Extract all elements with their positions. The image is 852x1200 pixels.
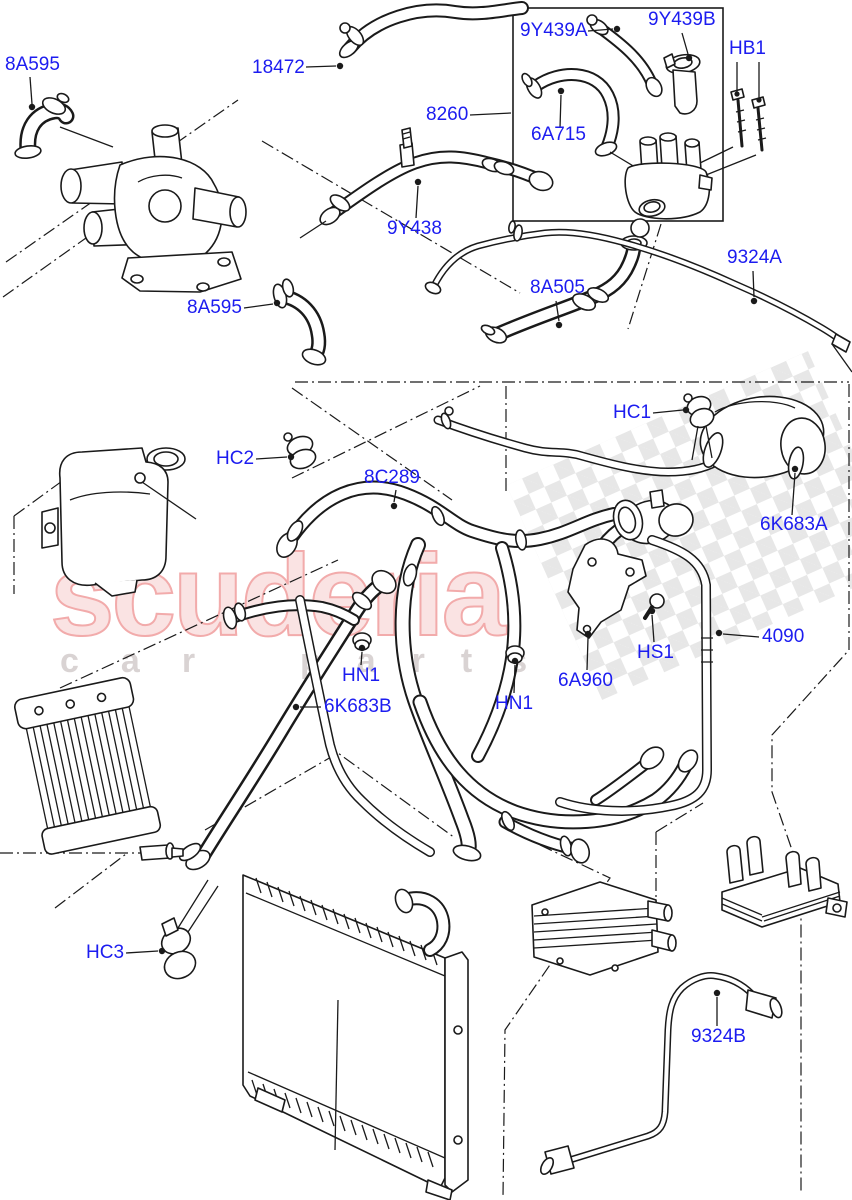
tee-hose-drawing xyxy=(222,599,360,630)
hose-18472-drawing xyxy=(338,1,529,59)
part-label-HN1-right: HN1 xyxy=(495,693,534,714)
oil-cooler-fitting-drawing xyxy=(139,842,184,861)
hose-kit-box-frame xyxy=(512,7,724,222)
clamp-HC2-drawing xyxy=(283,432,317,470)
bracket-6A960-drawing xyxy=(567,538,647,639)
expansion-tank-drawing xyxy=(41,447,197,597)
hose-9Y438-drawing xyxy=(299,127,554,239)
pipe-9324A-drawing xyxy=(424,220,852,373)
part-label-6A960: 6A960 xyxy=(558,670,613,691)
coolant-valve-drawing xyxy=(624,132,713,220)
bolt-pair-HB1-drawing xyxy=(730,88,767,152)
part-label-8A595-mid: 8A595 xyxy=(187,297,242,318)
clamp-HC1-drawing xyxy=(683,393,715,461)
part-label-8A505: 8A505 xyxy=(530,277,585,298)
part-label-9Y438: 9Y438 xyxy=(387,218,442,239)
engine-oil-cooler-drawing xyxy=(531,881,677,976)
oil-cooler-left-drawing xyxy=(13,676,162,855)
part-label-9324B: 9324B xyxy=(691,1026,746,1047)
part-label-8260: 8260 xyxy=(426,104,469,125)
clamp-HC3-drawing xyxy=(160,879,219,980)
part-label-8A595-top: 8A595 xyxy=(5,54,60,75)
elbow-hose-8A595-top-drawing xyxy=(14,92,75,160)
part-label-9Y439A: 9Y439A xyxy=(520,20,588,41)
part-label-HC2: HC2 xyxy=(216,448,255,469)
part-label-6K683B: 6K683B xyxy=(324,696,392,717)
hose-6K683B-drawing xyxy=(178,569,397,871)
bolt-HS1-drawing xyxy=(643,593,665,620)
section-boundaries xyxy=(0,99,850,1198)
part-label-8C289: 8C289 xyxy=(364,467,420,488)
aux-coolant-pipe-drawing xyxy=(433,406,721,477)
thermostat-housing-drawing xyxy=(59,124,247,293)
aux-pump-drawing xyxy=(612,489,694,545)
radiator-drawing xyxy=(242,874,469,1200)
transmission-cooler-drawing xyxy=(721,835,848,928)
part-label-9324A: 9324A xyxy=(727,247,782,268)
radiator-inlet-hose-drawing xyxy=(295,595,435,857)
pipe-9324B-drawing xyxy=(539,972,783,1175)
part-label-4090: 4090 xyxy=(762,626,805,647)
connector-9Y439B-drawing xyxy=(663,53,701,115)
part-label-HC3: HC3 xyxy=(86,942,125,963)
hose-8A595-mid-drawing xyxy=(272,278,327,366)
bleed-valve-icon xyxy=(399,127,415,168)
part-label-9Y439B: 9Y439B xyxy=(648,9,716,30)
part-label-6A715: 6A715 xyxy=(531,124,586,145)
part-label-HN1-left: HN1 xyxy=(342,665,381,686)
part-label-HB1: HB1 xyxy=(729,38,766,59)
hose-kit-8260-drawing xyxy=(521,14,767,220)
leader-lines xyxy=(28,25,799,1026)
part-label-HC1: HC1 xyxy=(613,402,652,423)
pipe-4090-drawing xyxy=(555,535,713,816)
part-label-HS1: HS1 xyxy=(637,642,674,663)
resonator-hose-6K683A-drawing xyxy=(699,395,826,480)
part-label-18472: 18472 xyxy=(252,57,305,78)
part-label-6K683A: 6K683A xyxy=(760,514,828,535)
watermark-word-car: car xyxy=(60,642,238,680)
